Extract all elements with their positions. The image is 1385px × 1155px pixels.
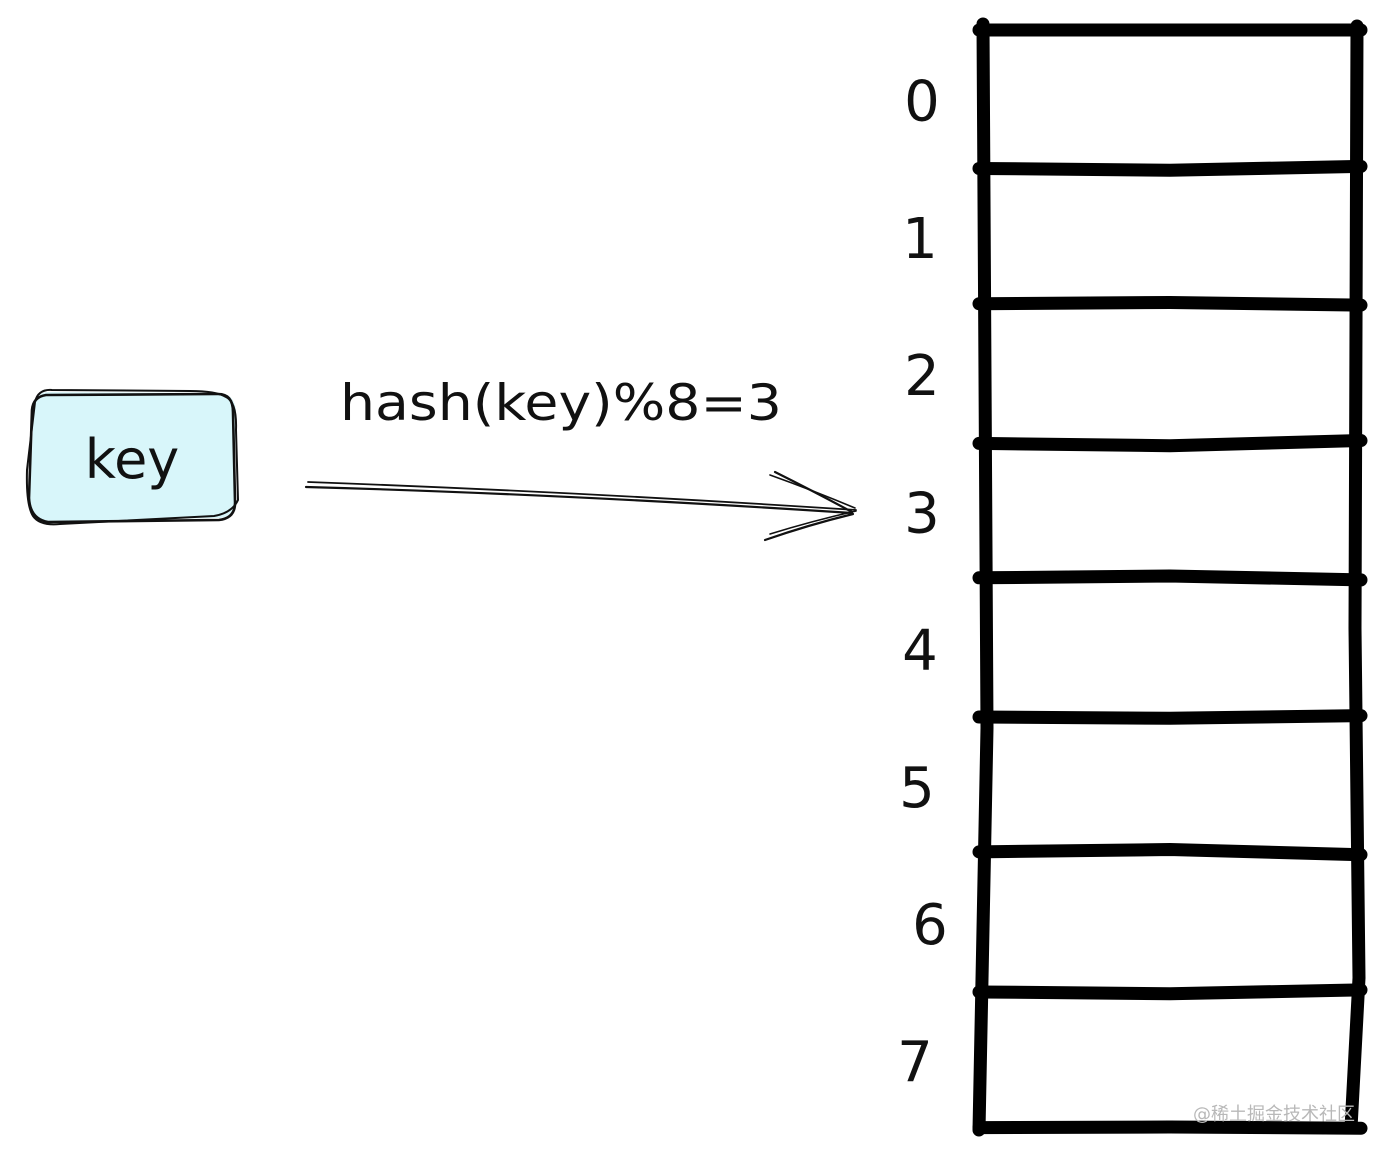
array-index-label: 5: [899, 756, 935, 821]
arrow-shaft-sketch: [307, 481, 857, 511]
array-slot: [991, 450, 1349, 571]
array-divider: [972, 842, 1368, 862]
key-box: key: [25, 388, 240, 526]
array-index-label: 0: [904, 70, 940, 135]
array-slot: [991, 724, 1349, 845]
array-slot: [991, 862, 1349, 983]
array-index-label: 2: [904, 344, 940, 409]
key-box-outline-sketch: [25, 388, 240, 526]
arrow-head-upper-sketch: [769, 474, 856, 509]
arrow-shaft: [304, 485, 854, 515]
array-slot: [991, 175, 1349, 296]
array-divider: [972, 569, 1368, 587]
array-divider: [972, 159, 1368, 177]
hash-array-indexes: 0 1 2 3 4 5 6 7: [897, 70, 948, 1096]
array-divider: [972, 983, 1368, 1001]
array-index-label: 3: [904, 481, 940, 546]
array-divider: [972, 709, 1368, 725]
array-index-label: 6: [912, 893, 948, 958]
array-index-label: 4: [902, 619, 938, 684]
array-divider: [972, 295, 1368, 312]
array-slot: [991, 313, 1349, 434]
array-right-edge: [1344, 19, 1366, 1135]
watermark-text: @稀土掘金技术社区: [1193, 1104, 1355, 1125]
array-divider: [972, 434, 1368, 453]
key-box-fill: [30, 392, 236, 521]
hash-operation-label: hash(key)%8=3: [340, 374, 782, 432]
array-slot: [991, 999, 1349, 1120]
array-bottom-edge: [972, 1120, 1368, 1135]
array-index-label: 1: [902, 207, 938, 272]
arrow-head-lower-sketch: [769, 510, 857, 535]
hash-array: [972, 17, 1368, 1137]
array-slot: [991, 587, 1349, 708]
key-box-label: key: [85, 428, 180, 491]
mapping-arrow: [304, 470, 857, 542]
arrow-head-lower: [763, 512, 855, 542]
array-slot: [991, 38, 1349, 159]
array-index-label: 7: [897, 1030, 933, 1095]
